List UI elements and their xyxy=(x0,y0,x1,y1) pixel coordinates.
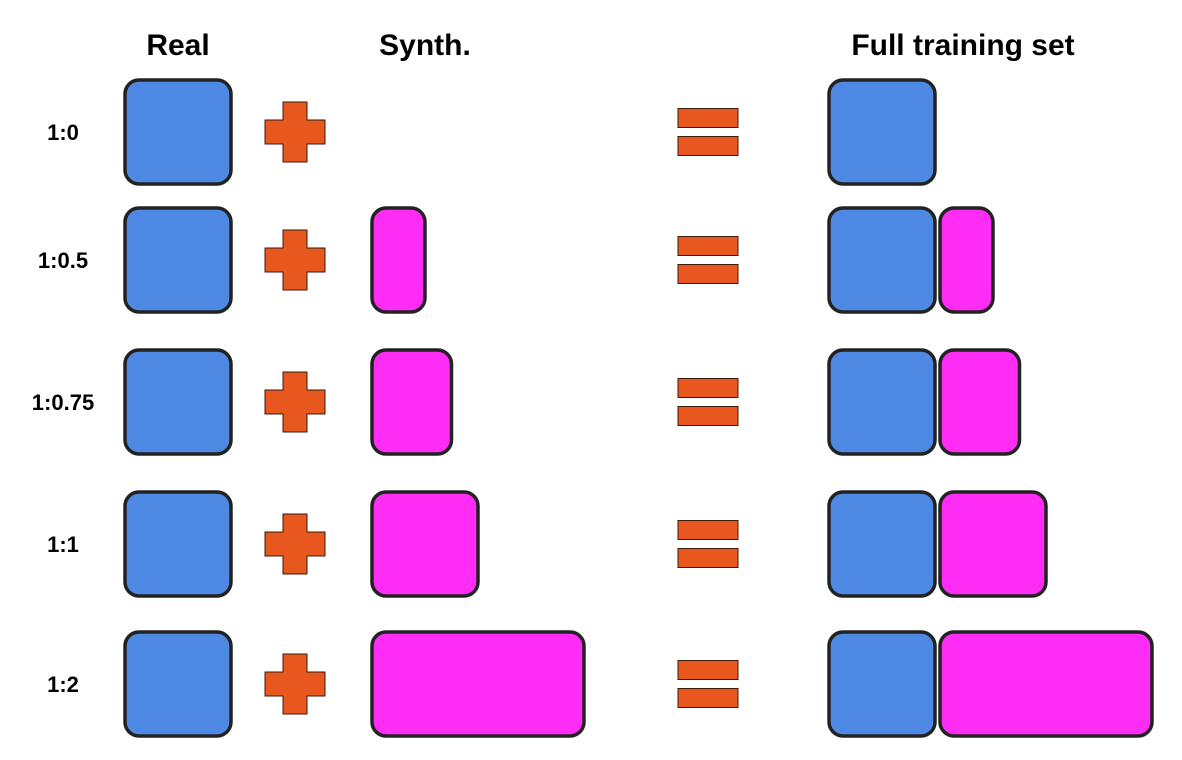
synth-column-header: Synth. xyxy=(379,29,471,62)
ratio-row: 1:1 xyxy=(47,490,1048,598)
full-set-real-box xyxy=(827,206,937,314)
ratio-row: 1:0 xyxy=(47,78,937,186)
ratio-row: 1:2 xyxy=(47,630,1154,738)
real-data-box xyxy=(123,630,233,738)
full-set-synth-box xyxy=(938,206,995,314)
ratio-label: 1:0 xyxy=(47,120,79,145)
equals-bottom-bar xyxy=(677,406,739,426)
equals-top-bar xyxy=(677,108,739,128)
full-set-synth-box xyxy=(938,348,1022,456)
equals-top-bar xyxy=(677,236,739,256)
full-set-real-box xyxy=(827,490,937,598)
full-set-synth-box xyxy=(938,630,1154,738)
equals-bottom-bar xyxy=(677,264,739,284)
full-set-real-box xyxy=(827,348,937,456)
synth-data-box xyxy=(370,348,454,456)
synth-data-box xyxy=(370,206,427,314)
equals-top-bar xyxy=(677,520,739,540)
real-column-header: Real xyxy=(146,29,209,62)
synth-data-box xyxy=(370,630,586,738)
ratio-rows: 1:0 1:0.5 1:0.75 1:1 1:2 xyxy=(32,78,1154,738)
equals-icon xyxy=(677,378,739,426)
full-training-set-header: Full training set xyxy=(851,29,1074,62)
plus-icon xyxy=(264,229,326,291)
equals-top-bar xyxy=(677,660,739,680)
full-set-real-box xyxy=(827,630,937,738)
plus-icon xyxy=(264,101,326,163)
real-data-box xyxy=(123,490,233,598)
real-data-box xyxy=(123,78,233,186)
ratio-row: 1:0.75 xyxy=(32,348,1022,456)
plus-icon xyxy=(264,371,326,433)
full-set-real-box xyxy=(827,78,937,186)
full-set-synth-box xyxy=(938,490,1048,598)
ratio-label: 1:0.75 xyxy=(32,390,94,415)
equals-top-bar xyxy=(677,378,739,398)
equals-icon xyxy=(677,108,739,156)
ratio-label: 1:2 xyxy=(47,672,79,697)
ratio-label: 1:0.5 xyxy=(38,248,88,273)
equals-icon xyxy=(677,660,739,708)
equals-bottom-bar xyxy=(677,688,739,708)
plus-icon xyxy=(264,653,326,715)
equals-icon xyxy=(677,520,739,568)
plus-icon xyxy=(264,513,326,575)
ratio-row: 1:0.5 xyxy=(38,206,995,314)
equals-icon xyxy=(677,236,739,284)
ratio-label: 1:1 xyxy=(47,532,79,557)
real-data-box xyxy=(123,206,233,314)
equals-bottom-bar xyxy=(677,548,739,568)
real-data-box xyxy=(123,348,233,456)
synth-data-box xyxy=(370,490,480,598)
equals-bottom-bar xyxy=(677,136,739,156)
